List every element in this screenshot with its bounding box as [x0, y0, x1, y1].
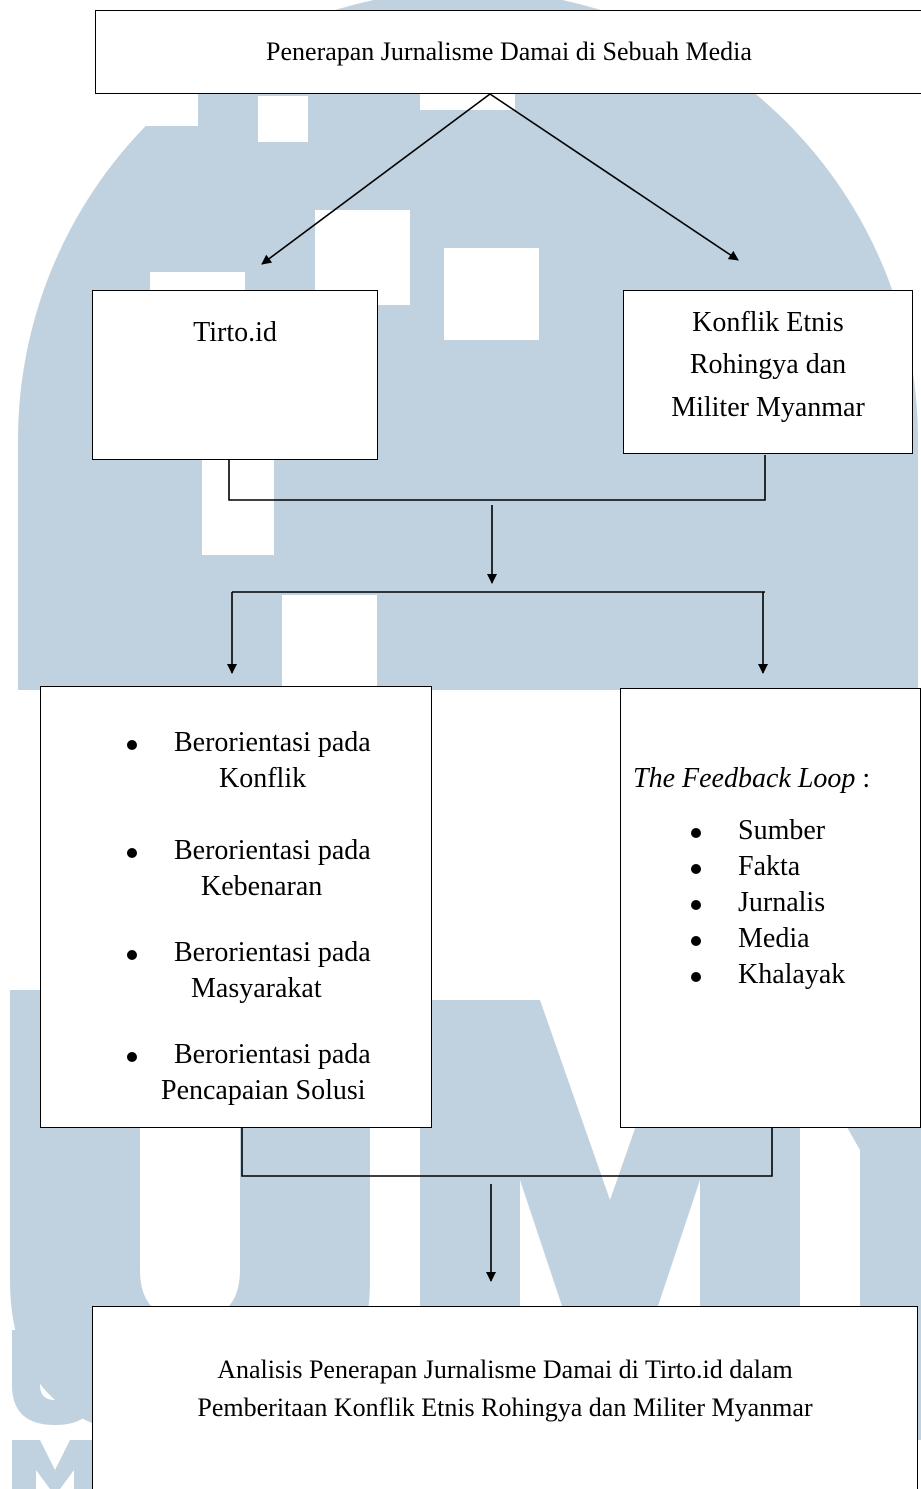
orientation-item-line-1: Berorientasi pada: [174, 937, 371, 968]
orientation-item-line-1: Berorientasi pada: [174, 835, 371, 866]
conflict-line-2: Rohingya dan: [689, 349, 847, 381]
feedback-item-label: Khalayak: [738, 959, 846, 990]
orientation-item-line-2: Masyarakat: [191, 973, 322, 1004]
conflict-text: Konflik Etnis Rohingya dan Militer Myanm…: [624, 305, 912, 426]
feedback-item-label: Sumber: [738, 815, 826, 846]
result-line-2: Pemberitaan Konflik Etnis Rohingya dan M…: [197, 1392, 813, 1422]
orientation-list: Berorientasi pada Konflik Berorientasi p…: [41, 725, 431, 1139]
feedback-item: Khalayak: [621, 957, 920, 993]
conflict-line-1: Konflik Etnis: [692, 307, 844, 338]
bracket-top-boxes: [228, 455, 766, 501]
orientation-item: Berorientasi pada Kebenaran: [41, 833, 431, 935]
watermark-small-m: [12, 1440, 98, 1489]
conflict-line-3: Militer Myanmar: [671, 391, 865, 423]
result-text: Analisis Penerapan Jurnalisme Damai di T…: [93, 1353, 917, 1425]
feedback-item-label: Fakta: [738, 851, 801, 882]
orientation-item: Berorientasi pada Konflik: [41, 725, 431, 833]
feedback-heading-colon: :: [855, 763, 871, 794]
feedback-item: Media: [621, 921, 920, 957]
feedback-heading: The Feedback Loop :: [633, 761, 870, 797]
bracket-middle-boxes: [241, 1128, 773, 1177]
orientation-item-line-2: Kebenaran: [201, 871, 323, 902]
feedback-item-label: Jurnalis: [738, 887, 826, 918]
feedback-box: The Feedback Loop : Sumber Fakta Jurnali…: [620, 688, 921, 1128]
orientation-item: Berorientasi pada Pencapaian Solusi: [41, 1037, 431, 1139]
arrow-title-to-tirto: [261, 93, 491, 265]
feedback-heading-title: The Feedback Loop: [633, 763, 856, 794]
orientation-item: Berorientasi pada Masyarakat: [41, 935, 431, 1037]
feedback-list: Sumber Fakta Jurnalis Media Khalayak: [621, 813, 920, 993]
orientation-item-line-2: Pencapaian Solusi: [161, 1075, 366, 1106]
tirto-box: Tirto.id: [92, 290, 378, 460]
feedback-item: Jurnalis: [621, 885, 920, 921]
orientation-item-line-2: Konflik: [219, 763, 307, 794]
orientation-item-line-1: Berorientasi pada: [174, 1039, 371, 1070]
tirto-text: Tirto.id: [193, 317, 277, 348]
result-box: Analisis Penerapan Jurnalisme Damai di T…: [92, 1306, 918, 1489]
feedback-item: Fakta: [621, 849, 920, 885]
conflict-box: Konflik Etnis Rohingya dan Militer Myanm…: [623, 290, 913, 454]
arrow-title-to-konflik: [489, 93, 739, 261]
orientation-box: Berorientasi pada Konflik Berorientasi p…: [40, 686, 432, 1128]
feedback-item: Sumber: [621, 813, 920, 849]
title-text: Penerapan Jurnalisme Damai di Sebuah Med…: [266, 37, 752, 66]
result-line-1: Analisis Penerapan Jurnalisme Damai di T…: [217, 1355, 793, 1384]
watermark-small-u: [12, 1330, 98, 1425]
orientation-item-line-1: Berorientasi pada: [174, 727, 371, 758]
title-box: Penerapan Jurnalisme Damai di Sebuah Med…: [95, 10, 921, 94]
feedback-item-label: Media: [738, 923, 810, 954]
